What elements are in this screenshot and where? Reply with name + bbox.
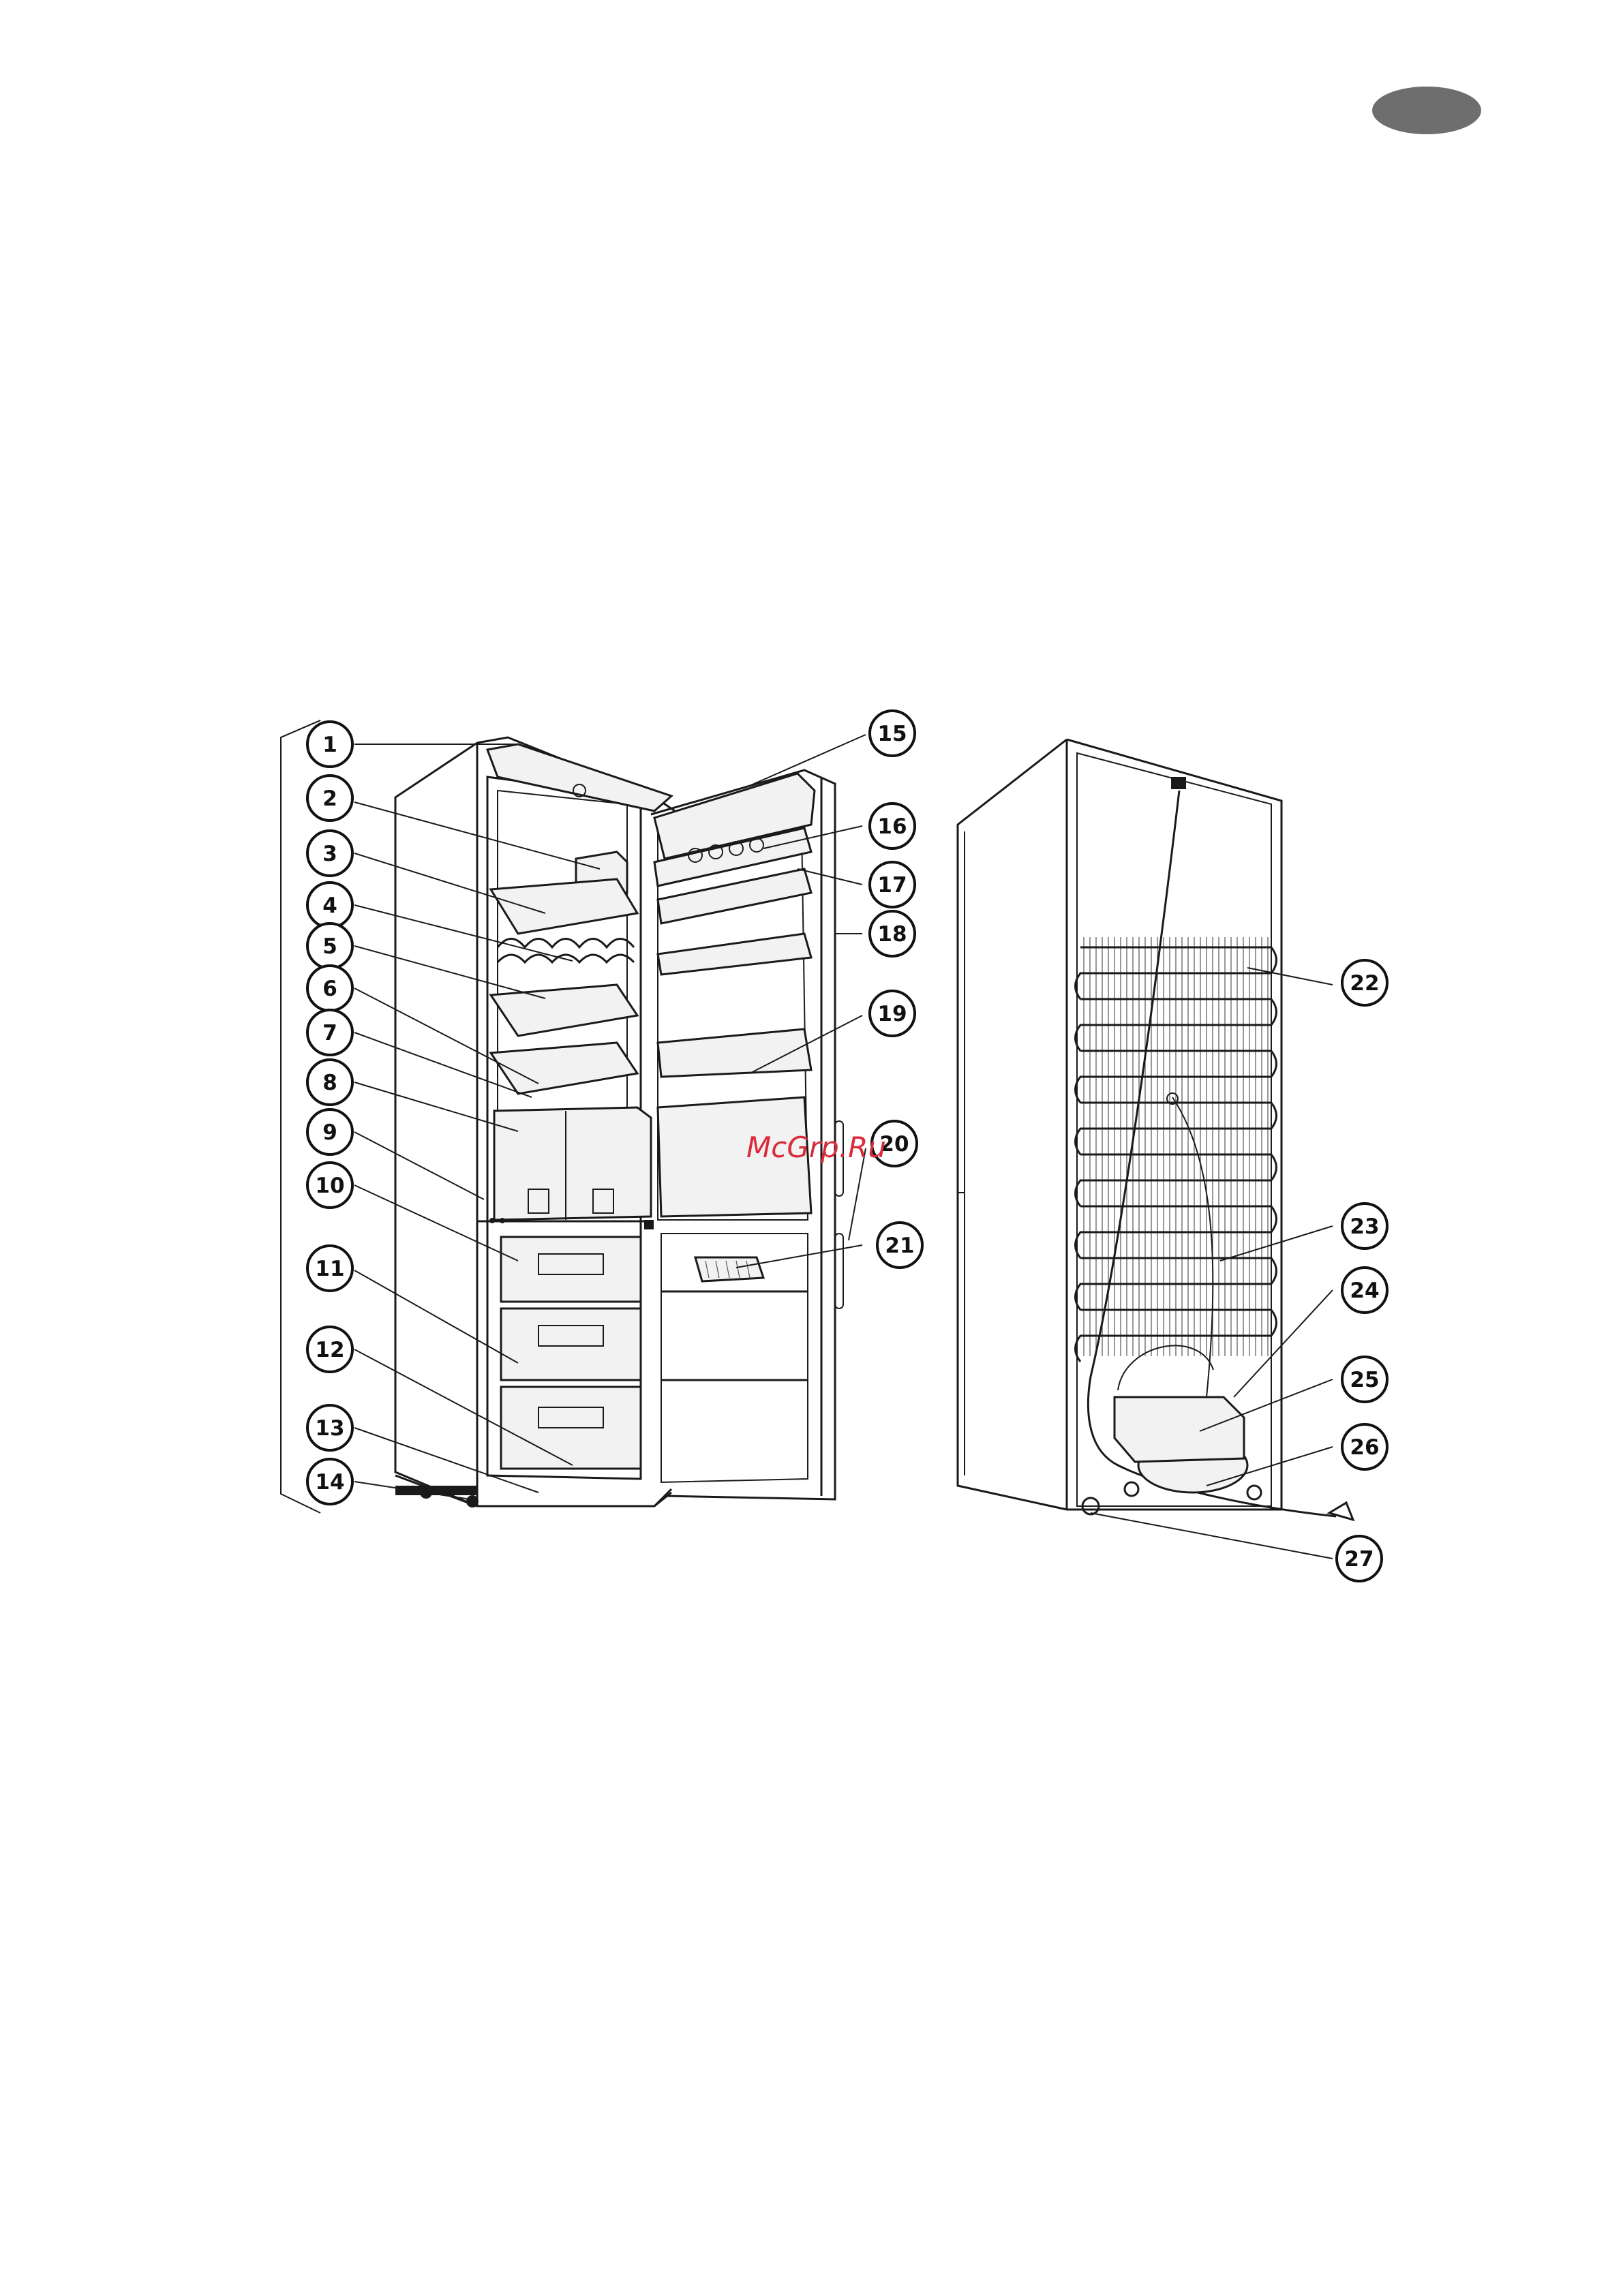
callout-number-14: 14 — [315, 1470, 344, 1495]
callout-number-22: 22 — [1350, 971, 1379, 996]
watermark-text: McGrp.Ru — [746, 1131, 886, 1164]
language-badge — [1372, 87, 1481, 134]
callout-number-7: 7 — [322, 1021, 337, 1045]
callout-number-16: 16 — [877, 814, 907, 839]
callout-number-25: 25 — [1350, 1368, 1379, 1392]
callout-number-19: 19 — [877, 1002, 907, 1026]
callout-number-12: 12 — [315, 1338, 344, 1362]
callout-number-11: 11 — [315, 1257, 344, 1281]
callout-number-27: 27 — [1344, 1547, 1374, 1572]
callout-number-1: 1 — [322, 733, 337, 757]
callout-number-3: 3 — [322, 842, 337, 866]
callout-number-10: 10 — [315, 1174, 344, 1198]
callout-number-4: 4 — [322, 893, 337, 918]
callout-number-15: 15 — [877, 722, 907, 746]
callout-number-17: 17 — [877, 873, 907, 898]
callout-number-26: 26 — [1350, 1435, 1379, 1460]
callout-number-6: 6 — [322, 977, 337, 1001]
callout-number-24: 24 — [1350, 1279, 1379, 1303]
callout-number-2: 2 — [322, 786, 337, 811]
callout-number-8: 8 — [322, 1071, 337, 1095]
callout-number-23: 23 — [1350, 1214, 1379, 1239]
rear-callouts: 22 23 24 25 26 27 — [1337, 960, 1387, 1581]
callout-number-9: 9 — [322, 1120, 337, 1145]
front-view-illustration — [281, 720, 843, 1513]
rear-view-illustration — [958, 739, 1353, 1520]
callout-number-13: 13 — [315, 1416, 344, 1441]
callout-number-5: 5 — [322, 934, 337, 959]
callout-number-21: 21 — [885, 1234, 914, 1258]
callout-number-18: 18 — [877, 922, 907, 947]
